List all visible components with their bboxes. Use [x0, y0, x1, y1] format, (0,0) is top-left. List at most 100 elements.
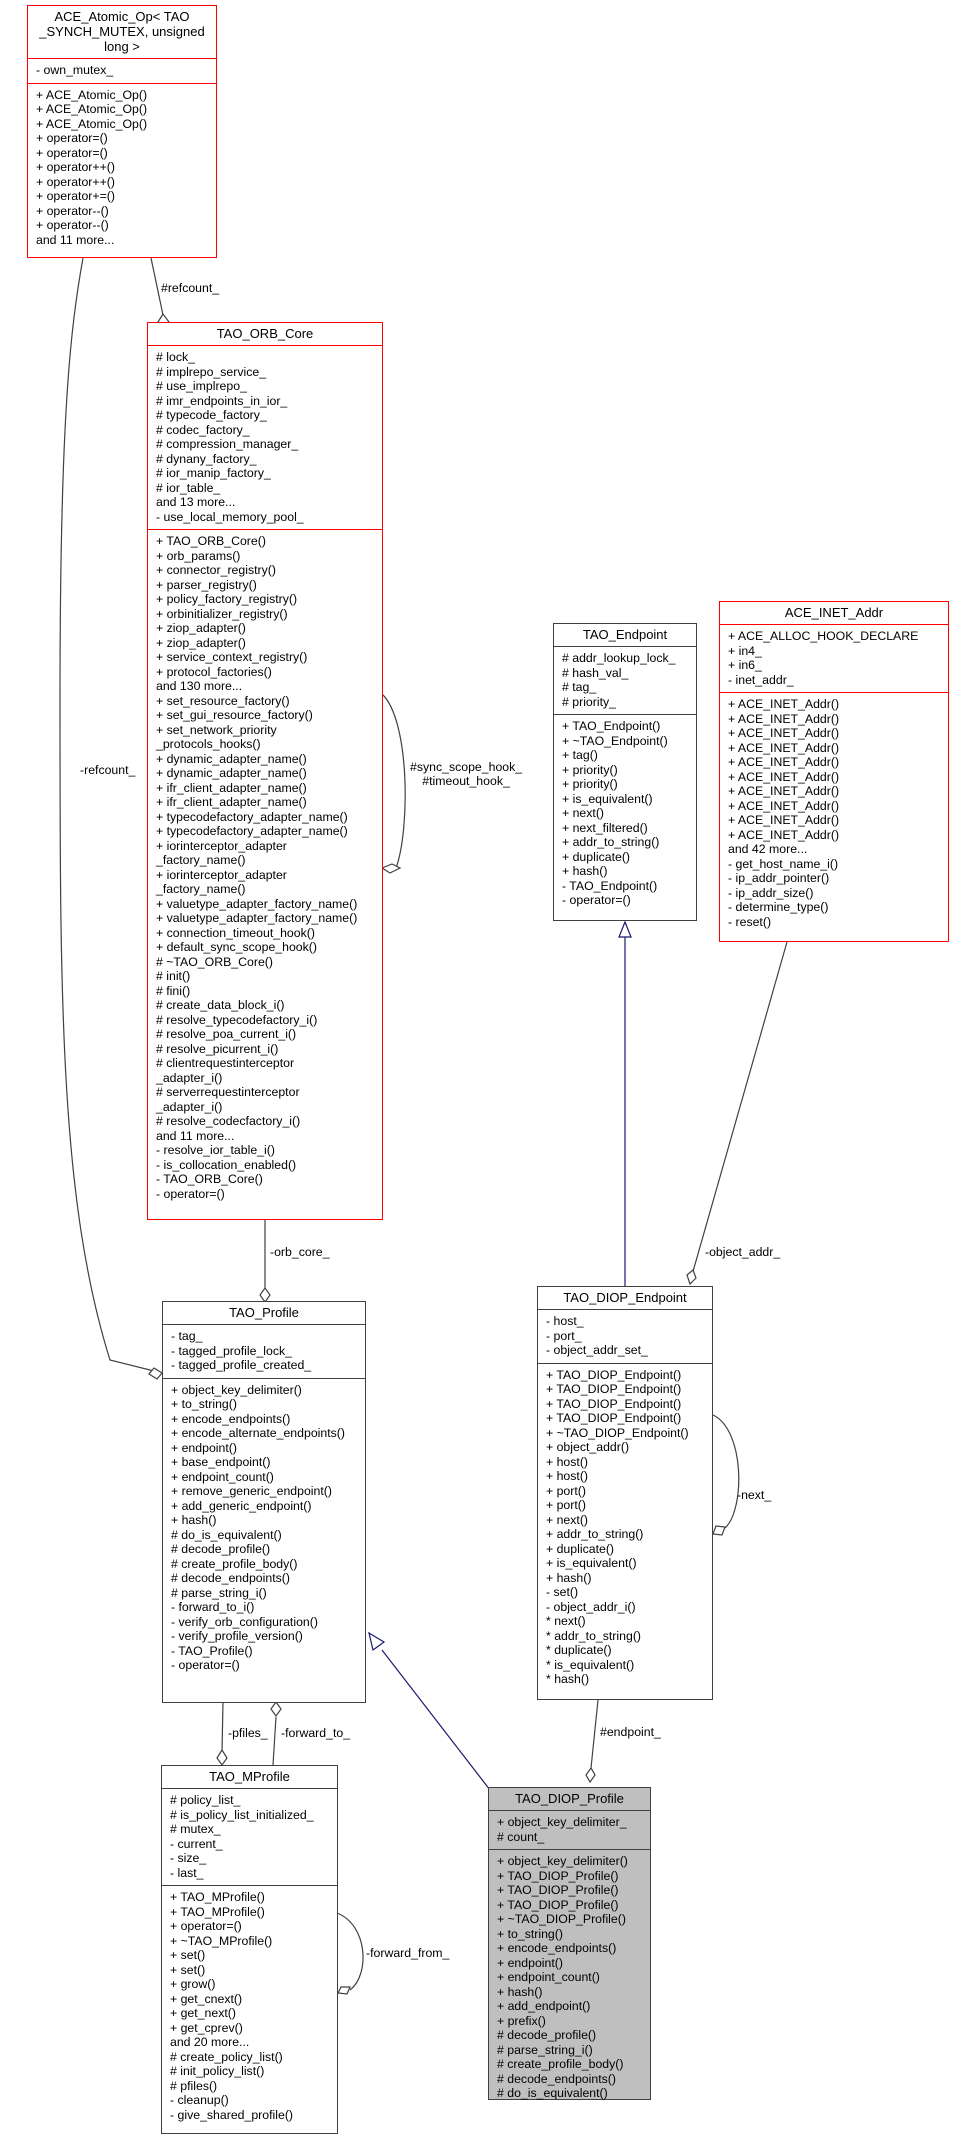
class-method: + to_string()	[497, 1926, 563, 1941]
class-method: + grow()	[170, 1977, 216, 1991]
class-method: # init()	[156, 969, 191, 983]
class-method: + operator--()	[36, 203, 109, 218]
methods-section: + TAO_ORB_Core()+ orb_params()+ connecto…	[148, 529, 382, 1206]
class-method: # resolve_typecodefactory_i()	[156, 1012, 318, 1027]
class-method: + hash()	[171, 1513, 217, 1527]
class-method: + next_filtered()	[562, 820, 648, 835]
class-attribute: # ior_manip_factory_	[156, 466, 271, 480]
class-method: + iorinterceptor_adapter _factory_name()	[156, 867, 287, 897]
aggregation-diamond	[216, 1748, 228, 1767]
class-method: - TAO_ORB_Core()	[156, 1172, 263, 1186]
class-tao-orb-core[interactable]: TAO_ORB_Core # lock_# implrepo_service_#…	[147, 322, 383, 1220]
class-method: + ACE_INET_Addr()	[728, 697, 840, 711]
class-method: + ACE_INET_Addr()	[728, 813, 840, 827]
class-method: + set()	[170, 1948, 206, 1962]
class-method: + connection_timeout_hook()	[156, 925, 315, 940]
attributes-section: # policy_list_# is_policy_list_initializ…	[162, 1788, 337, 1885]
class-method: + ~TAO_DIOP_Endpoint()	[546, 1425, 689, 1440]
class-method: - operator=()	[562, 893, 631, 907]
class-method: + iorinterceptor_adapter _factory_name()	[156, 838, 287, 868]
inheritance-arrow	[618, 920, 632, 938]
class-attribute: # codec_factory_	[156, 422, 250, 437]
class-method: + operator=()	[170, 1919, 242, 1933]
class-ace-atomic-op[interactable]: ACE_Atomic_Op< TAO _SYNCH_MUTEX, unsigne…	[27, 5, 217, 258]
class-attribute: # tag_	[562, 680, 597, 694]
class-method: + set_resource_factory()	[156, 693, 290, 708]
edge-forward-from-self	[336, 1912, 364, 1991]
class-method: + encode_alternate_endpoints()	[171, 1426, 345, 1440]
class-tao-diop-profile[interactable]: TAO_DIOP_Profile + object_key_delimiter_…	[488, 1787, 651, 2100]
class-title: TAO_DIOP_Endpoint	[563, 1290, 687, 1305]
class-method: + ACE_INET_Addr()	[728, 784, 840, 798]
class-ace-inet-addr[interactable]: ACE_INET_Addr + ACE_ALLOC_HOOK_DECLARE+ …	[719, 601, 949, 942]
aggregation-diamond	[148, 1367, 163, 1380]
class-method: - reset()	[728, 914, 772, 929]
class-title: TAO_ORB_Core	[216, 326, 314, 341]
class-method: + operator=()	[36, 131, 108, 145]
class-method: + ~TAO_DIOP_Profile()	[497, 1912, 626, 1926]
class-method: - give_shared_profile()	[170, 2107, 294, 2122]
methods-section: + TAO_Endpoint()+ ~TAO_Endpoint()+ tag()…	[554, 714, 696, 913]
class-method: # resolve_picurrent_i()	[156, 1041, 279, 1056]
class-method: + ACE_INET_Addr()	[728, 769, 840, 784]
class-attribute: - tag_	[171, 1329, 203, 1343]
class-method: + ACE_INET_Addr()	[728, 740, 840, 755]
edge-endpoint	[590, 1699, 599, 1769]
class-title: ACE_Atomic_Op< TAO _SYNCH_MUTEX, unsigne…	[28, 6, 216, 58]
class-method: - is_collocation_enabled()	[156, 1157, 297, 1172]
class-tao-endpoint[interactable]: TAO_Endpoint # addr_lookup_lock_# hash_v…	[553, 623, 697, 921]
class-method: + TAO_DIOP_Endpoint()	[546, 1367, 682, 1382]
class-method: + port()	[546, 1498, 586, 1512]
class-attribute: - object_addr_set_	[546, 1343, 648, 1357]
class-attribute: - size_	[170, 1851, 207, 1865]
class-method: # pfiles()	[170, 2078, 218, 2093]
class-method: - object_addr_i()	[546, 1599, 636, 1614]
class-method: + object_addr()	[546, 1440, 630, 1454]
class-method: + ziop_adapter()	[156, 635, 246, 650]
class-method: + TAO_MProfile()	[170, 1890, 265, 1904]
class-method: + endpoint()	[497, 1955, 563, 1970]
class-method: + is_equivalent()	[562, 791, 653, 806]
class-attribute: + object_key_delimiter_	[497, 1815, 627, 1829]
class-method: - ip_addr_size()	[728, 885, 814, 900]
class-tao-diop-endpoint[interactable]: TAO_DIOP_Endpoint - host_- port_- object…	[537, 1286, 713, 1700]
class-method: + endpoint()	[171, 1440, 237, 1455]
class-method: + TAO_DIOP_Endpoint()	[546, 1382, 682, 1396]
edge-label-next: -next_	[737, 1488, 772, 1502]
class-method: + typecodefactory_adapter_name()	[156, 824, 348, 838]
edge-label-object-addr: -object_addr_	[705, 1245, 781, 1259]
class-method: - operator=()	[171, 1658, 240, 1672]
class-method: + get_next()	[170, 2006, 236, 2020]
class-method: + get_cprev()	[170, 2020, 243, 2035]
attributes-section: + ACE_ALLOC_HOOK_DECLARE+ in4_+ in6_- in…	[720, 624, 948, 692]
class-method: + add_endpoint()	[497, 1999, 591, 2013]
class-method: * is_equivalent()	[546, 1657, 635, 1672]
class-method: + addr_to_string()	[546, 1527, 644, 1541]
class-attribute: - port_	[546, 1328, 582, 1343]
class-method: + ~TAO_MProfile()	[170, 1933, 273, 1948]
attributes-section: - own_mutex_	[28, 58, 216, 83]
more-members: and 11 more...	[36, 232, 115, 247]
class-method: + ifr_client_adapter_name()	[156, 795, 307, 809]
class-method: + addr_to_string()	[562, 835, 660, 849]
class-method: + endpoint_count()	[171, 1469, 274, 1484]
class-method: - TAO_Profile()	[171, 1643, 253, 1658]
attributes-section: # addr_lookup_lock_# hash_val_# tag_# pr…	[554, 646, 696, 714]
class-method: + ACE_INET_Addr()	[728, 798, 840, 813]
class-method: + policy_factory_registry()	[156, 592, 298, 606]
class-tao-profile[interactable]: TAO_Profile - tag_- tagged_profile_lock_…	[162, 1301, 366, 1703]
class-tao-mprofile[interactable]: TAO_MProfile # policy_list_# is_policy_l…	[161, 1765, 338, 2134]
title-line: long >	[104, 39, 140, 54]
class-method: + TAO_DIOP_Profile()	[497, 1868, 619, 1883]
aggregation-diamond	[712, 1525, 726, 1536]
class-attribute: # mutex_	[170, 1822, 221, 1836]
class-method: # ~TAO_ORB_Core()	[156, 954, 273, 969]
edge-label-forward-to: -forward_to_	[281, 1726, 351, 1740]
class-attribute: # typecode_factory_	[156, 408, 267, 422]
class-method: + orbinitializer_registry()	[156, 606, 288, 621]
class-attribute: + ACE_ALLOC_HOOK_DECLARE	[728, 629, 919, 643]
methods-section: + ACE_Atomic_Op()+ ACE_Atomic_Op()+ ACE_…	[28, 82, 216, 253]
class-method: + ACE_INET_Addr()	[728, 827, 840, 842]
class-method: # clientrequestinterceptor _adapter_i()	[156, 1056, 295, 1085]
class-method: # decode_profile()	[497, 2028, 597, 2042]
